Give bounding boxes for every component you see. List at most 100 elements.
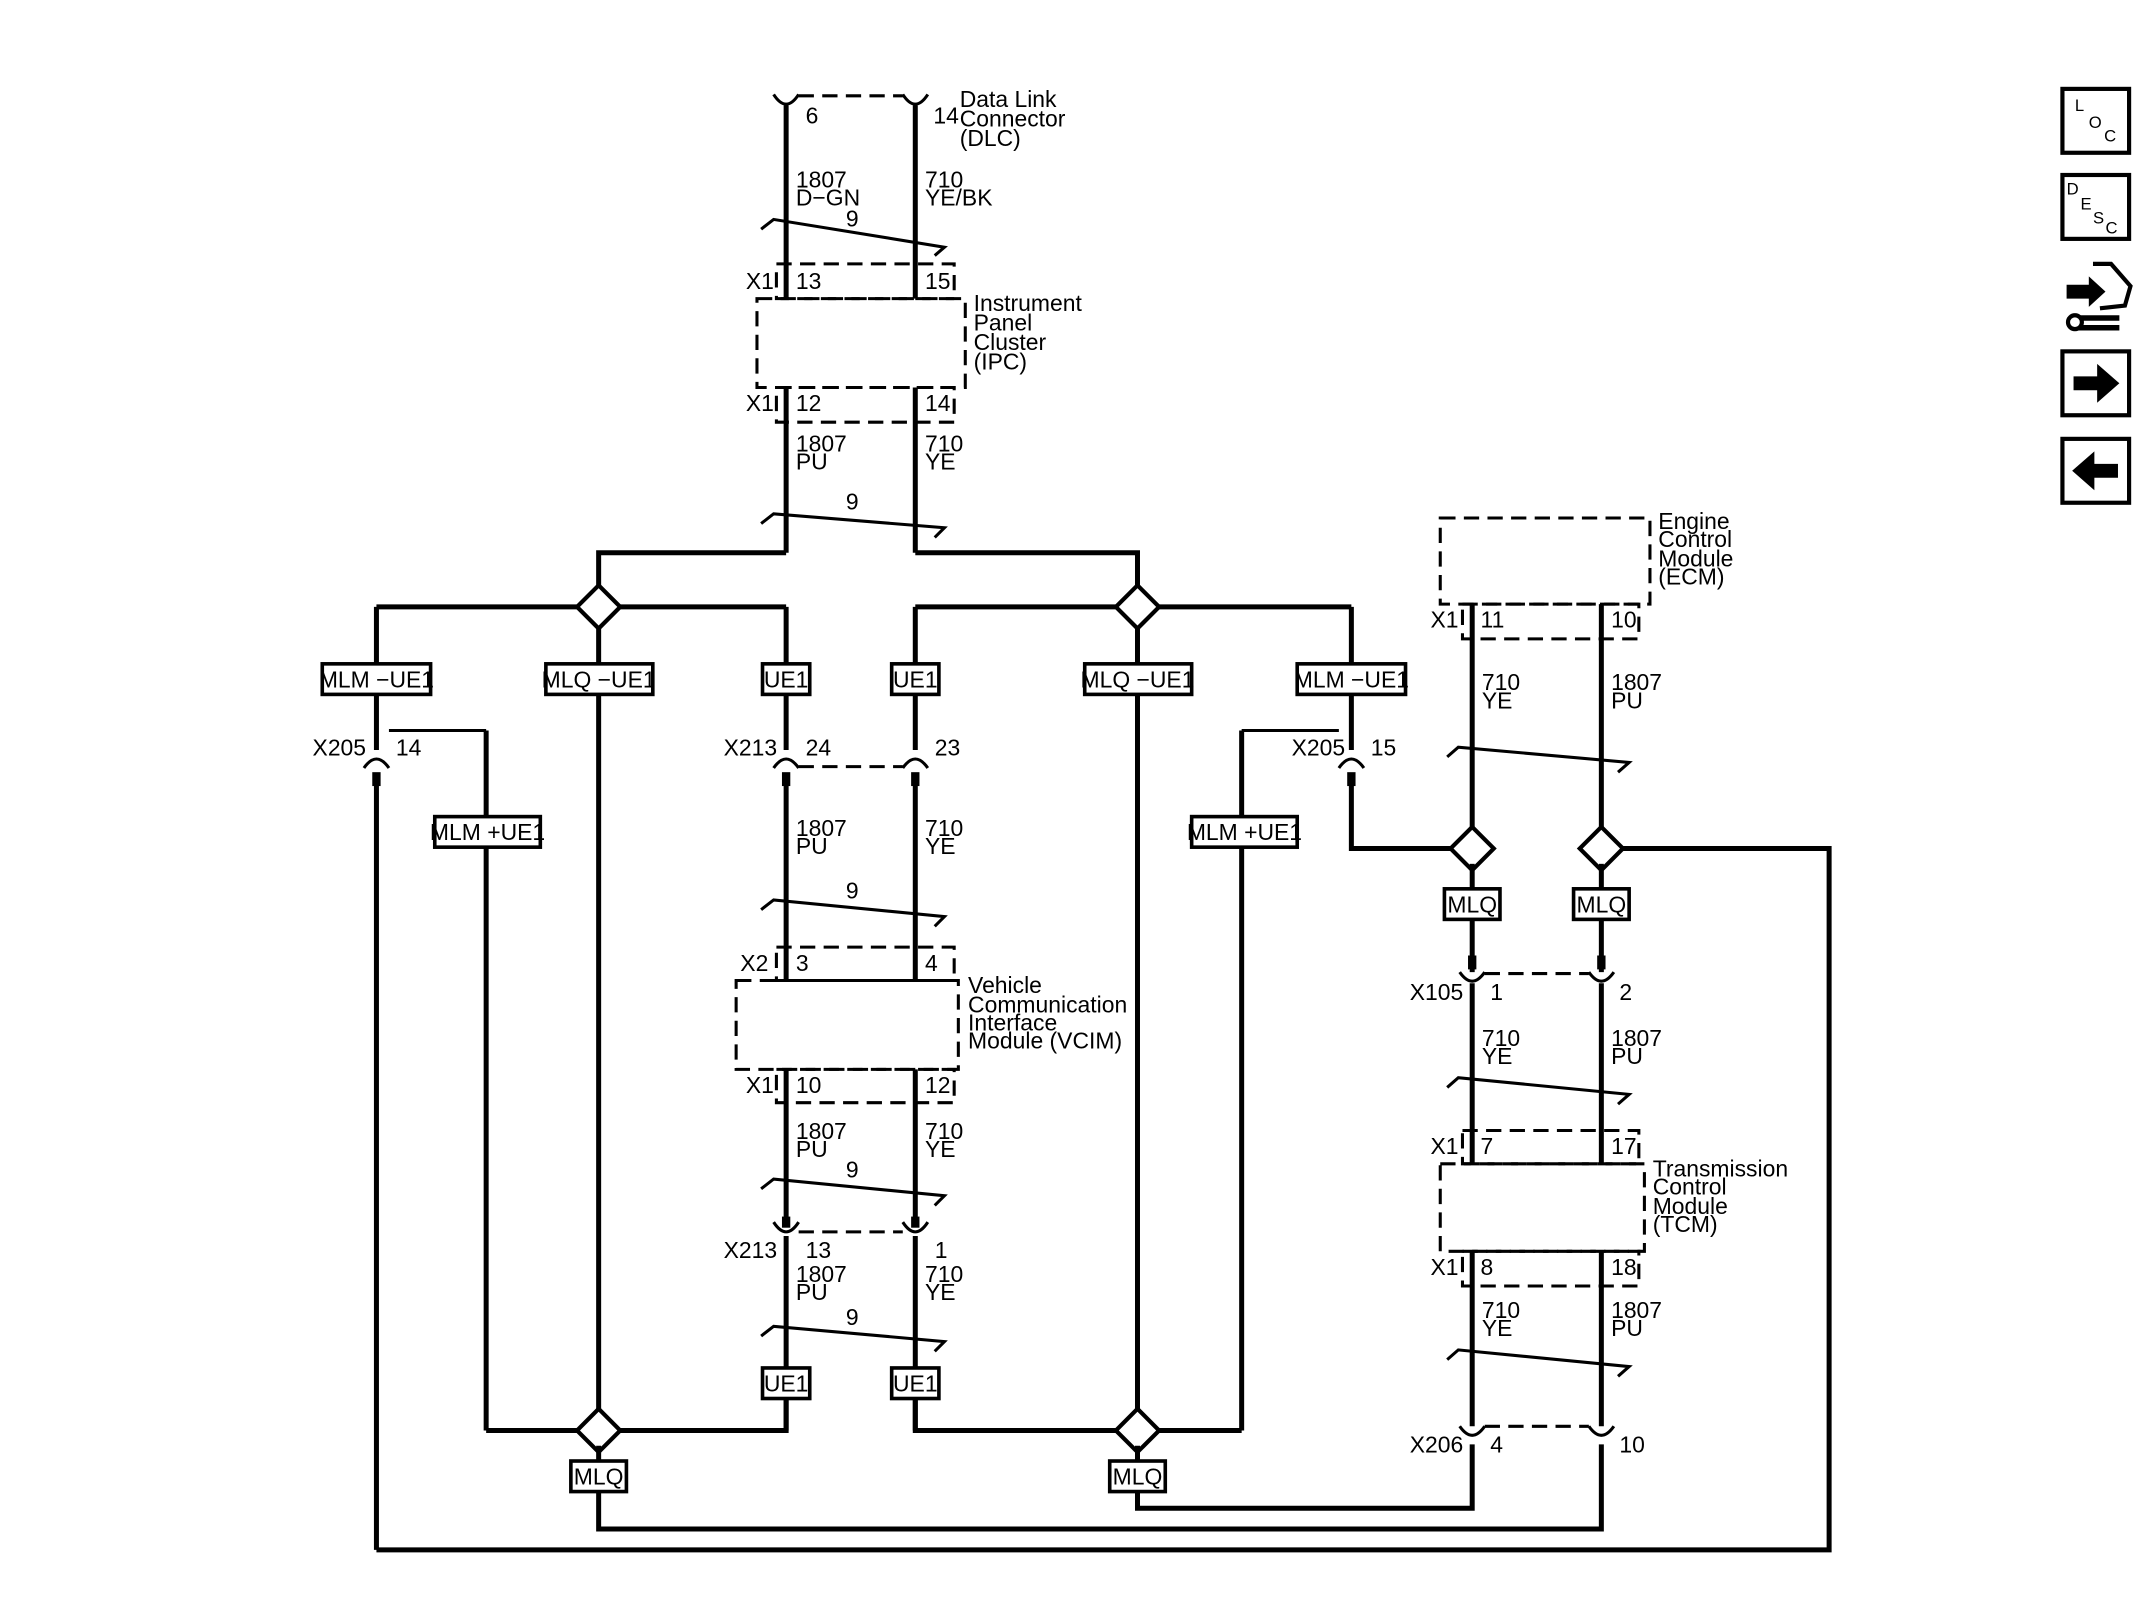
twisted-pair-symbol: 9	[760, 205, 948, 257]
wire-label-color: YE	[1482, 687, 1513, 713]
wire-label-num: 1807	[796, 1118, 847, 1144]
desc-button[interactable]: D E S C	[2060, 172, 2132, 241]
svg-text:10: 10	[796, 1072, 821, 1098]
option-box-ue1: UE1	[889, 662, 941, 697]
svg-text:X1: X1	[1431, 607, 1459, 633]
svg-text:Module: Module	[1653, 1193, 1728, 1219]
svg-text:13: 13	[806, 1237, 831, 1263]
svg-text:Module (VCIM): Module (VCIM)	[968, 1028, 1122, 1054]
svg-text:X205: X205	[1292, 735, 1345, 761]
ipc-label-line2: Panel	[974, 310, 1033, 336]
svg-text:UE1: UE1	[764, 666, 809, 692]
svg-text:X205: X205	[313, 735, 367, 761]
wire-label-num: 710	[1482, 669, 1520, 695]
svg-text:X105: X105	[1410, 979, 1464, 1005]
loc-letter: L	[2075, 96, 2084, 115]
ipc-pin-13: 13	[796, 268, 821, 294]
wire-label-num: 710	[1482, 1297, 1520, 1323]
loc-letter: O	[2089, 113, 2102, 132]
dlc-connector: 6 14 Data Link Connector (DLC)	[772, 86, 1066, 151]
wire-label-num: 710	[925, 430, 963, 456]
ipc-pin-12: 12	[796, 390, 821, 416]
svg-text:14: 14	[396, 735, 422, 761]
dlc-pin-left: 6	[806, 103, 819, 129]
splice-diamond	[1576, 824, 1626, 874]
svg-text:X1: X1	[1431, 1254, 1459, 1280]
wire-label-color: YE	[925, 1279, 956, 1305]
svg-text:Control: Control	[1658, 526, 1732, 552]
svg-text:12: 12	[925, 1072, 950, 1098]
ipc-x1-top: X1	[746, 268, 774, 294]
wire-label-num: 1807	[796, 1261, 847, 1287]
svg-text:X1: X1	[746, 1072, 774, 1098]
arrow-left-icon	[2072, 451, 2118, 491]
option-box-mlm-plus-ue1: MLM +UE1	[1187, 814, 1302, 849]
svg-text:MLQ: MLQ	[1447, 891, 1497, 917]
loc-button[interactable]: L O C	[2060, 86, 2132, 155]
svg-text:MLQ: MLQ	[1113, 1464, 1163, 1490]
wire-label-color: PU	[796, 448, 828, 474]
twist-count: 9	[846, 489, 859, 515]
option-box-mlq: MLQ	[1442, 887, 1502, 922]
svg-text:9: 9	[846, 1304, 859, 1330]
wire-label-color: PU	[1611, 687, 1643, 713]
svg-text:MLM −UE1: MLM −UE1	[319, 666, 434, 692]
svg-text:X213: X213	[724, 1237, 778, 1263]
option-box-mlm-plus-ue1: MLM +UE1	[430, 814, 545, 849]
ipc-pin-15: 15	[925, 268, 950, 294]
option-box-mlm-minus-ue1: MLM −UE1	[319, 662, 434, 697]
wire-label-color: YE	[1482, 1315, 1513, 1341]
twisted-pair-symbol: 9	[760, 1304, 948, 1353]
wire-label-color: YE	[925, 833, 956, 859]
twist-count: 9	[846, 205, 859, 231]
back-button[interactable]	[2060, 436, 2132, 505]
tcm-module: X1 7 17 Transmission Control Module (TCM…	[1431, 1128, 1788, 1288]
wire-label-color: YE/BK	[925, 185, 993, 211]
svg-text:2: 2	[1619, 979, 1632, 1005]
wire-label-color: PU	[796, 1279, 828, 1305]
forward-button[interactable]	[2060, 349, 2132, 418]
connector-x213-lower: X213 13 1	[724, 1216, 947, 1263]
wire-label-color: PU	[1611, 1315, 1643, 1341]
svg-text:17: 17	[1611, 1133, 1636, 1159]
wire-label-color: YE	[1482, 1043, 1513, 1069]
option-box-mlq: MLQ	[1571, 887, 1631, 922]
connector-tool-button[interactable]	[2065, 261, 2133, 332]
svg-text:Engine: Engine	[1658, 508, 1729, 534]
svg-text:9: 9	[846, 1157, 859, 1183]
connector-wrench-icon	[2065, 261, 2133, 332]
svg-text:MLQ −UE1: MLQ −UE1	[542, 666, 656, 692]
option-box-mlq: MLQ	[1107, 1459, 1168, 1494]
connector-x205-left: X205 14	[313, 728, 487, 769]
ipc-x1-bottom: X1	[746, 390, 774, 416]
wire-label-num: 1807	[796, 430, 847, 456]
wire-label-num: 1807	[796, 815, 847, 841]
svg-text:4: 4	[1490, 1432, 1503, 1458]
wire-label-num: 710	[1482, 1025, 1520, 1051]
wire-label-num: 710	[925, 1261, 963, 1287]
option-box-ue1: UE1	[760, 1366, 812, 1401]
option-box-mlq-minus-ue1: MLQ −UE1	[542, 662, 656, 697]
twisted-pair-symbol	[1446, 1348, 1633, 1378]
twisted-pair-symbol	[1446, 745, 1633, 774]
svg-text:UE1: UE1	[764, 1371, 809, 1397]
connector-x205-right: X205 15	[1241, 728, 1396, 769]
svg-text:23: 23	[935, 735, 960, 761]
dlc-label-line1: Data Link	[960, 86, 1057, 112]
svg-text:18: 18	[1611, 1254, 1636, 1280]
ipc-label-line1: Instrument	[974, 290, 1083, 316]
svg-text:7: 7	[1481, 1133, 1494, 1159]
connector-x105: X105 1 2	[1410, 955, 1632, 1005]
svg-text:UE1: UE1	[893, 666, 938, 692]
svg-text:4: 4	[925, 950, 938, 976]
option-box-mlq-minus-ue1: MLQ −UE1	[1081, 662, 1195, 697]
svg-text:(ECM): (ECM)	[1658, 564, 1724, 590]
splice-diamond	[574, 582, 624, 632]
ipc-label-line4: (IPC)	[974, 348, 1027, 374]
svg-text:(TCM): (TCM)	[1653, 1211, 1718, 1237]
splice-diamond	[1447, 824, 1497, 874]
wire-label-num: 710	[925, 1118, 963, 1144]
svg-text:MLQ: MLQ	[574, 1464, 624, 1490]
svg-text:MLQ −UE1: MLQ −UE1	[1081, 666, 1195, 692]
wire-label-color: D−GN	[796, 185, 860, 211]
